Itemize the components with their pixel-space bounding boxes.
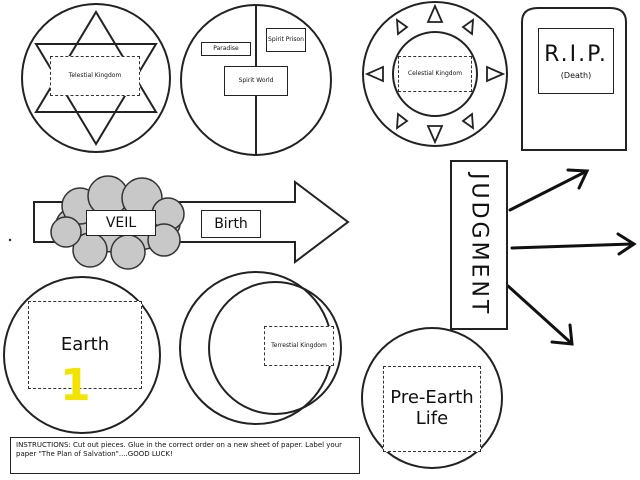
judgment-arrows (506, 168, 637, 346)
celestial-label: Celestial Kingdom (398, 56, 472, 92)
earth-label: Earth (28, 301, 142, 389)
birth-label: Birth (201, 210, 261, 238)
terrestrial-label: Terrestial Kingdom (264, 326, 334, 366)
judgment-box: JUDGMENT (450, 160, 508, 330)
instructions-box: INSTRUCTIONS: Cut out pieces. Glue in th… (10, 437, 360, 474)
spirit-prison-label: Spirit Prison (266, 28, 306, 52)
spirit-world-label: Spirit World (224, 66, 288, 96)
number-mark: 1 (60, 360, 91, 411)
veil-label: VEIL (86, 210, 156, 236)
stray-dot (8, 238, 12, 242)
pre-earth-label: Pre-Earth Life (383, 366, 481, 452)
celestial-inner-circle (392, 31, 478, 117)
death-text: (Death) (560, 71, 592, 81)
terrestrial-crescent (208, 281, 342, 415)
rip-label-box: R.I.P. (Death) (538, 28, 614, 94)
telestial-label: Telestial Kingdom (50, 56, 140, 96)
rip-text: R.I.P. (544, 41, 608, 67)
sun-rays (364, 3, 506, 145)
judgment-text: JUDGMENT (466, 173, 492, 317)
paradise-label: Paradise (201, 42, 251, 56)
